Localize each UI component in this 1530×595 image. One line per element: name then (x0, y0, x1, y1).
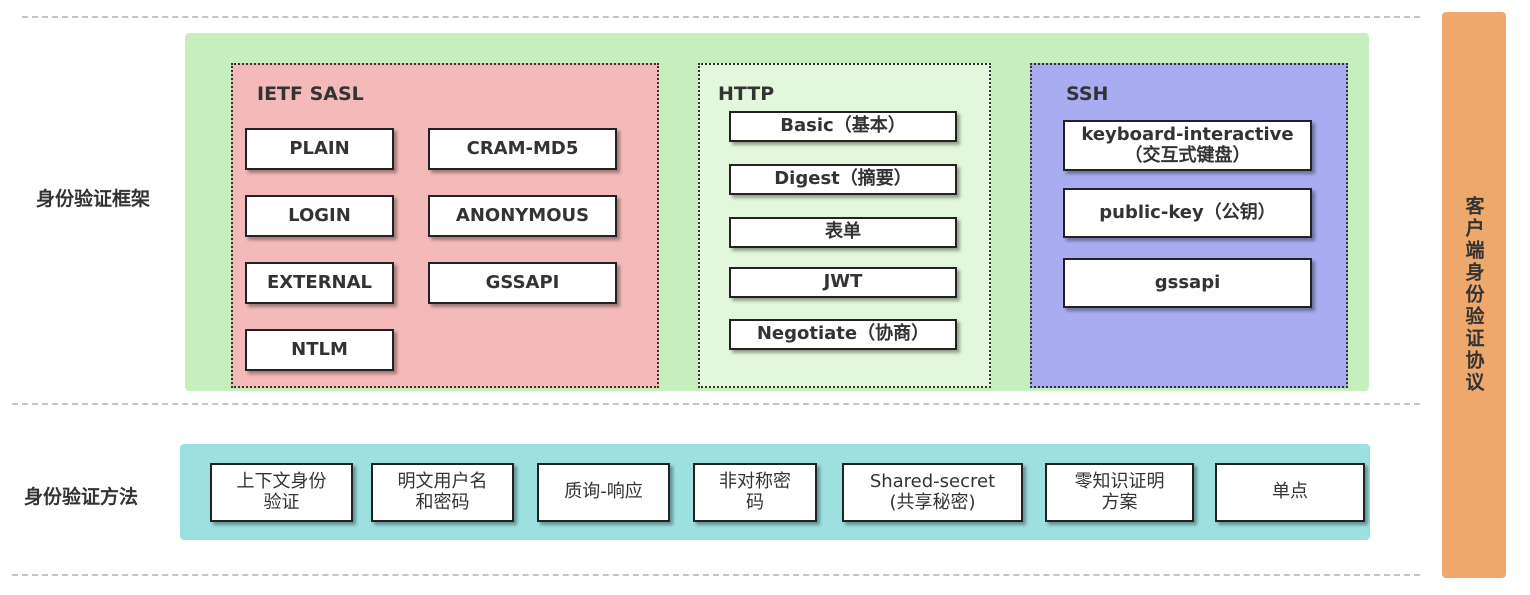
http-negotiate: Negotiate（协商） (729, 319, 957, 350)
http-digest: Digest（摘要） (729, 164, 957, 195)
method-shared-secret: Shared-secret (共享秘密) (842, 463, 1023, 522)
sasl-plain: PLAIN (245, 128, 394, 170)
group-title-ietf-sasl: IETF SASL (257, 83, 364, 105)
separator-middle (12, 403, 1420, 405)
method-challenge-response: 质询-响应 (537, 463, 670, 522)
http-jwt: JWT (729, 267, 957, 298)
method-context: 上下文身份 验证 (210, 463, 353, 522)
ssh-public-key: public-key（公钥） (1063, 188, 1312, 238)
separator-top (22, 16, 1420, 18)
sasl-anonymous: ANONYMOUS (428, 195, 617, 237)
ssh-keyboard-interactive: keyboard-interactive （交互式键盘） (1063, 120, 1312, 171)
sasl-gssapi: GSSAPI (428, 262, 617, 304)
group-title-http: HTTP (718, 83, 775, 105)
separator-bottom (12, 574, 1420, 576)
http-basic: Basic（基本） (729, 111, 957, 142)
method-sso: 单点 (1215, 463, 1365, 522)
framework-label: 身份验证框架 (36, 188, 151, 210)
sasl-cram-md5: CRAM-MD5 (428, 128, 617, 170)
side-bar-label: 客户端身份验证协议 (1462, 196, 1485, 394)
method-plaintext: 明文用户名 和密码 (371, 463, 514, 522)
group-title-ssh: SSH (1066, 83, 1109, 105)
client-auth-protocol-bar: 客户端身份验证协议 (1442, 12, 1506, 578)
sasl-external: EXTERNAL (245, 262, 394, 304)
method-asymmetric: 非对称密 码 (693, 463, 817, 522)
methods-label: 身份验证方法 (24, 486, 139, 508)
method-zero-knowledge: 零知识证明 方案 (1045, 463, 1194, 522)
ssh-gssapi: gssapi (1063, 258, 1312, 308)
http-form: 表单 (729, 217, 957, 248)
sasl-ntlm: NTLM (245, 329, 394, 371)
sasl-login: LOGIN (245, 195, 394, 237)
